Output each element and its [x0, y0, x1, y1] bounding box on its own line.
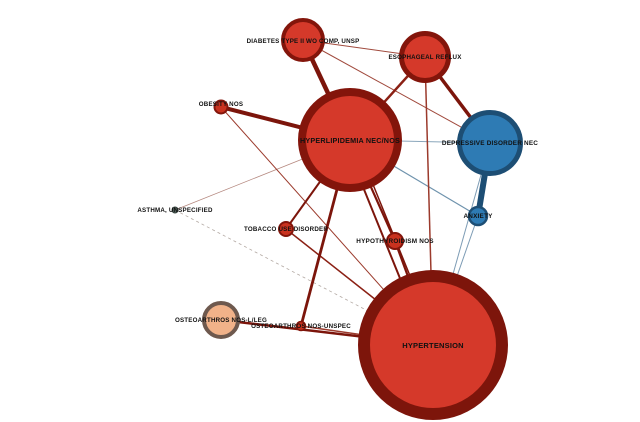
node-obesity[interactable]: [213, 99, 229, 115]
node-asthma[interactable]: [171, 206, 179, 214]
node-depressive[interactable]: [457, 110, 523, 176]
node-anxiety[interactable]: [467, 205, 489, 227]
node-tobacco[interactable]: [278, 221, 294, 237]
node-hypertension[interactable]: [358, 270, 508, 420]
node-diabetes[interactable]: [281, 18, 325, 62]
node-hypothyroidism[interactable]: [386, 232, 404, 250]
edge-diabetes-depressive: [302, 39, 491, 144]
node-hyperlipidemia[interactable]: [298, 88, 402, 192]
node-osteo_unspec[interactable]: [295, 320, 307, 332]
node-osteo_lleg[interactable]: [202, 301, 240, 339]
node-esophageal[interactable]: [399, 31, 451, 83]
